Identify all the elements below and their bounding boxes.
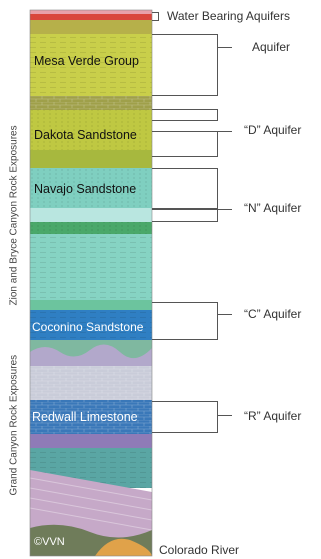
label-water-bearing: Water Bearing Aquifers (167, 9, 290, 23)
bracket-r (152, 401, 218, 433)
label-d-aquifer: “D” Aquifer (244, 123, 302, 137)
layer-top-red (30, 14, 152, 20)
layer-light-aqua (30, 208, 152, 222)
bracket-d-lower (152, 131, 218, 157)
unit-redwall: Redwall Limestone (32, 410, 138, 424)
layer-tilted-pink (30, 470, 152, 540)
bracket-aquifer (152, 34, 218, 96)
copyright-mark: ©VVN (34, 536, 65, 548)
unit-coconino: Coconino Sandstone (32, 320, 144, 334)
label-grand-canyon: Grand Canyon Rock Exposures (8, 354, 20, 496)
bracket-c (152, 302, 218, 340)
layer-purple (30, 434, 152, 448)
label-c-aquifer: “C” Aquifer (244, 307, 302, 321)
layer-dakota-base (30, 150, 152, 168)
layer-green-thin (30, 300, 152, 310)
label-zion-bryce: Zion and Bryce Canyon Rock Exposures (8, 125, 20, 306)
label-aquifer: Aquifer (252, 40, 291, 54)
label-colorado-river: Colorado River (159, 543, 240, 557)
bracket-n-lower (152, 209, 218, 222)
bracket-water-bearing (152, 12, 159, 21)
bracket-d-upper (152, 109, 218, 121)
unit-dakota: Dakota Sandstone (34, 128, 137, 142)
bracket-n-upper (152, 168, 218, 209)
label-r-aquifer: “R” Aquifer (244, 409, 302, 423)
unit-mesa-verde: Mesa Verde Group (34, 54, 139, 68)
label-n-aquifer: “N” Aquifer (244, 201, 302, 215)
layer-top-pink (30, 10, 152, 16)
layer-olive (30, 20, 152, 34)
unit-navajo: Navajo Sandstone (34, 182, 137, 196)
